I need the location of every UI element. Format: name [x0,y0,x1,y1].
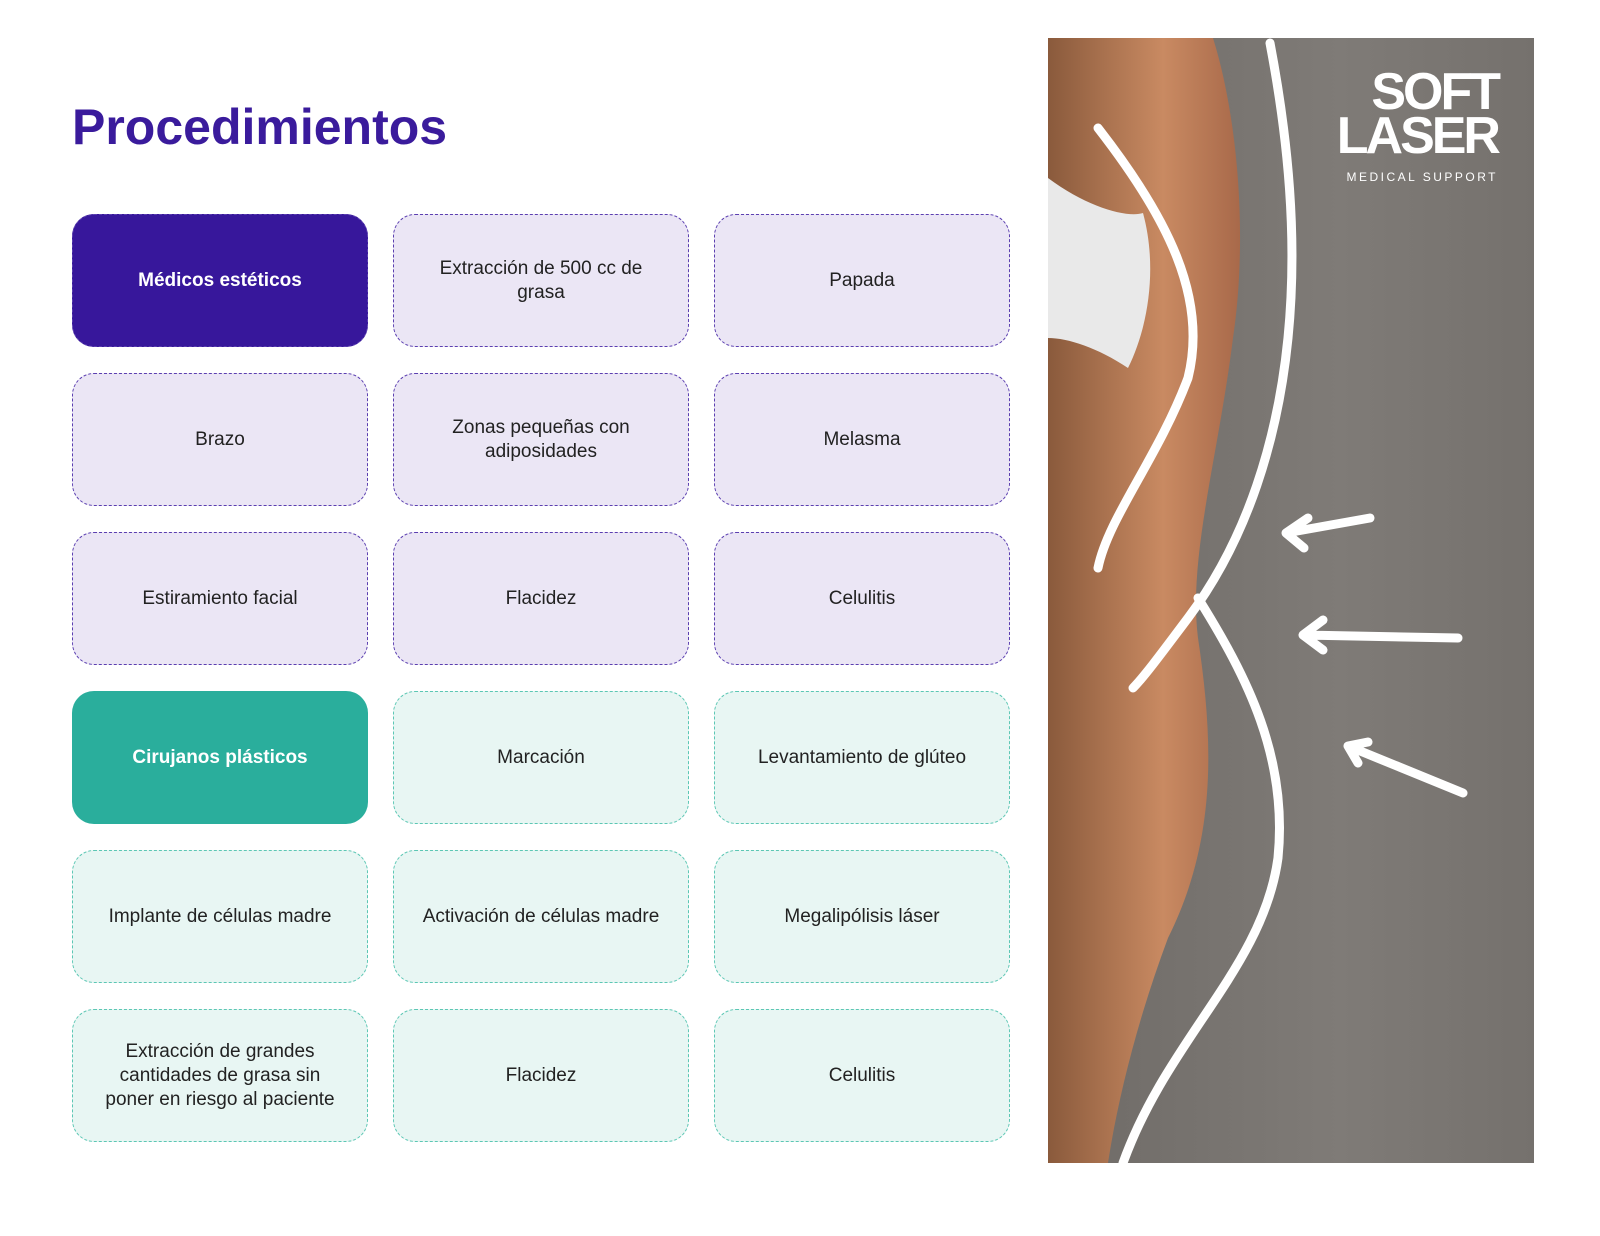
procedure-card: Extracción de 500 cc de grasa [393,214,689,347]
body-contour-photo: SOFT LASER MEDICAL SUPPORT [1048,38,1534,1163]
procedure-card: Celulitis [714,1009,1010,1142]
category-cirujanos-plasticos: Cirujanos plásticos [72,691,368,824]
page-title: Procedimientos [72,99,448,155]
procedures-grid: Médicos estéticos Extracción de 500 cc d… [72,214,1010,1142]
soft-laser-logo: SOFT LASER MEDICAL SUPPORT [1336,63,1501,184]
procedure-card: Flacidez [393,532,689,665]
procedure-card: Papada [714,214,1010,347]
category-medicos-esteticos: Médicos estéticos [72,214,368,347]
procedure-card: Marcación [393,691,689,824]
procedure-card: Estiramiento facial [72,532,368,665]
procedure-card: Melasma [714,373,1010,506]
procedure-card: Brazo [72,373,368,506]
arrow-icons [1281,513,1468,798]
body-illustration [1048,38,1468,1163]
procedure-card: Zonas pequeñas con adiposidades [393,373,689,506]
procedure-card: Implante de células madre [72,850,368,983]
procedure-card: Flacidez [393,1009,689,1142]
procedure-card: Levantamiento de glúteo [714,691,1010,824]
procedure-card: Activación de células madre [393,850,689,983]
procedure-card: Celulitis [714,532,1010,665]
procedure-card: Megalipólisis láser [714,850,1010,983]
procedure-card: Extracción de grandes cantidades de gras… [72,1009,368,1142]
